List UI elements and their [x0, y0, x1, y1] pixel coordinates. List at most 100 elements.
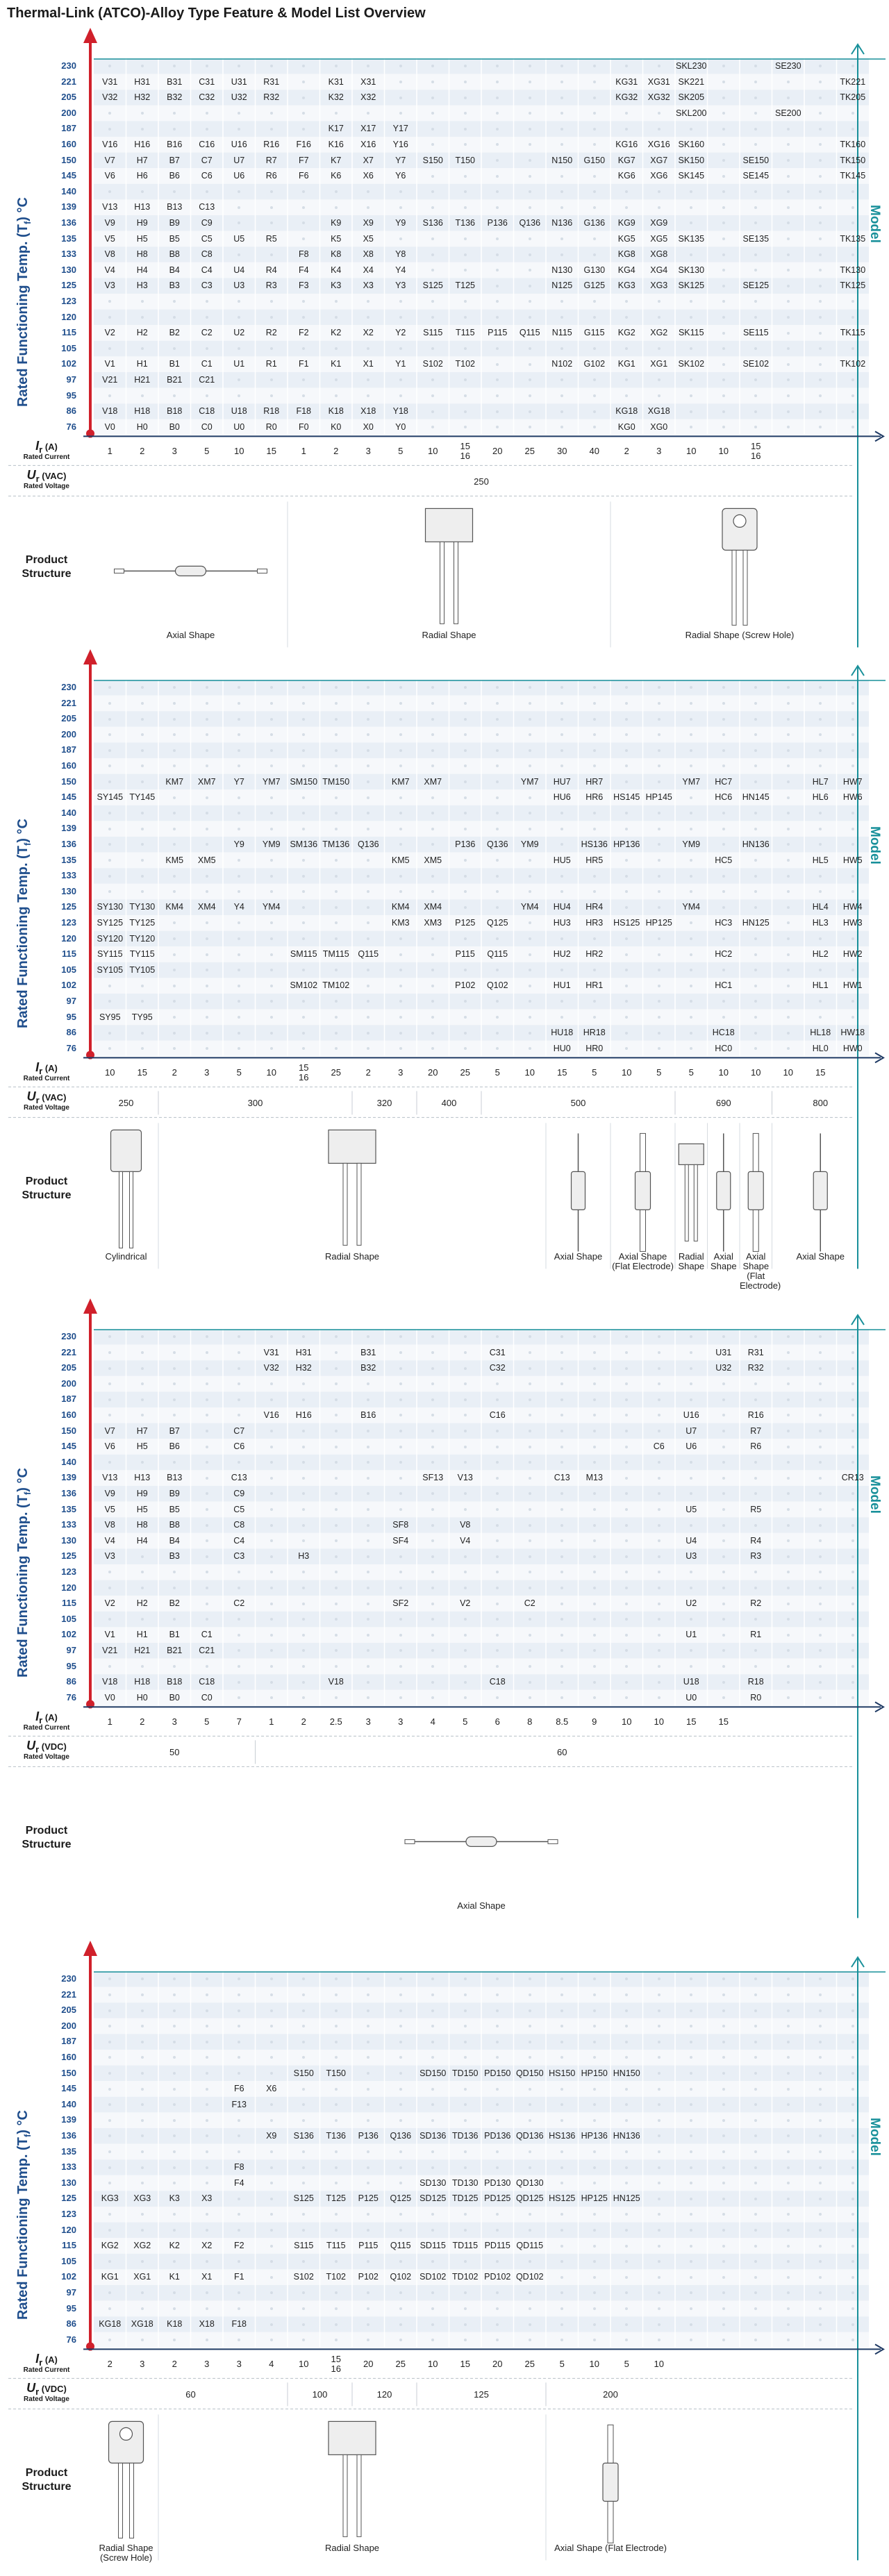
empty-cell-dot — [819, 1398, 822, 1401]
empty-cell-dot — [140, 874, 144, 878]
model-cell: B4 — [169, 265, 180, 275]
empty-cell-dot — [269, 984, 273, 987]
model-cell: T150 — [455, 155, 476, 165]
model-cell: TK130 — [840, 265, 866, 275]
empty-cell-dot — [463, 1649, 467, 1653]
empty-cell-dot — [463, 2025, 467, 2028]
empty-cell-dot — [173, 1586, 176, 1589]
empty-cell-dot — [173, 2307, 176, 2310]
empty-cell-dot — [528, 2009, 531, 2012]
empty-cell-dot — [496, 2213, 499, 2216]
model-cell: K18 — [167, 2319, 183, 2330]
temp-label: 187 — [61, 123, 76, 134]
empty-cell-dot — [334, 1335, 338, 1339]
empty-cell-dot — [657, 2291, 660, 2295]
temp-label: 115 — [62, 1598, 76, 1609]
model-cell: V8 — [104, 1520, 115, 1530]
empty-cell-dot — [463, 1414, 467, 1417]
empty-cell-dot — [819, 112, 822, 115]
empty-cell-dot — [399, 1507, 402, 1511]
empty-cell-dot — [819, 1476, 822, 1480]
temp-label: 86 — [66, 1027, 76, 1038]
empty-cell-dot — [334, 717, 338, 721]
empty-cell-dot — [690, 953, 693, 956]
empty-cell-dot — [528, 748, 531, 752]
empty-cell-dot — [334, 1350, 338, 1354]
voltage-value: 320 — [376, 1098, 392, 1109]
empty-cell-dot — [463, 80, 467, 83]
empty-cell-dot — [754, 2118, 758, 2122]
empty-cell-dot — [690, 748, 693, 752]
empty-cell-dot — [722, 315, 725, 319]
empty-cell-dot — [690, 1461, 693, 1464]
temp-label: 200 — [61, 728, 76, 739]
empty-cell-dot — [269, 2307, 273, 2310]
empty-cell-dot — [657, 1382, 660, 1386]
model-cell: V13 — [102, 202, 118, 212]
empty-cell-dot — [851, 112, 854, 115]
model-cell: R32 — [263, 92, 280, 103]
empty-cell-dot — [205, 2166, 208, 2169]
empty-cell-dot — [560, 1602, 564, 1605]
empty-cell-dot — [238, 748, 241, 752]
empty-cell-dot — [722, 221, 725, 225]
empty-cell-dot — [722, 1586, 725, 1589]
empty-cell-dot — [690, 812, 693, 815]
empty-cell-dot — [269, 921, 273, 925]
empty-cell-dot — [173, 701, 176, 705]
empty-cell-dot — [786, 378, 790, 382]
empty-cell-dot — [657, 1429, 660, 1432]
empty-cell-dot — [851, 410, 854, 413]
empty-cell-dot — [108, 858, 112, 862]
empty-cell-dot — [528, 921, 531, 925]
empty-cell-dot — [496, 206, 499, 209]
empty-cell-dot — [496, 827, 499, 830]
empty-cell-dot — [819, 1414, 822, 1417]
model-cell: XG18 — [647, 406, 670, 417]
model-cell: U7 — [686, 1425, 697, 1436]
empty-cell-dot — [592, 1618, 596, 1621]
model-cell: PD102 — [484, 2272, 511, 2282]
model-cell: SE135 — [742, 233, 770, 244]
empty-cell-dot — [173, 1047, 176, 1051]
empty-cell-dot — [625, 2260, 629, 2264]
temp-label: 97 — [66, 2287, 76, 2298]
model-cell: HC6 — [715, 792, 733, 803]
model-cell: B6 — [169, 1441, 180, 1452]
empty-cell-dot — [625, 1649, 629, 1653]
empty-cell-dot — [819, 2213, 822, 2216]
empty-cell-dot — [302, 921, 306, 925]
empty-cell-dot — [302, 1664, 306, 1668]
empty-cell-dot — [269, 796, 273, 799]
model-cell: U31 — [231, 76, 247, 87]
empty-cell-dot — [819, 843, 822, 846]
model-cell: U31 — [715, 1347, 732, 1357]
empty-cell-dot — [431, 2339, 435, 2342]
temp-label: 150 — [61, 154, 76, 165]
model-cell: U2 — [686, 1598, 697, 1609]
empty-cell-dot — [205, 1993, 208, 1996]
model-cell: XG3 — [650, 281, 668, 291]
model-cell: U18 — [231, 406, 247, 417]
empty-cell-dot — [560, 206, 564, 209]
empty-cell-dot — [657, 1618, 660, 1621]
current-value: 10 — [234, 446, 244, 457]
empty-cell-dot — [399, 717, 402, 721]
empty-cell-dot — [690, 2275, 693, 2279]
empty-cell-dot — [690, 347, 693, 351]
empty-cell-dot — [173, 2339, 176, 2342]
empty-cell-dot — [722, 1476, 725, 1480]
empty-cell-dot — [657, 1414, 660, 1417]
empty-cell-dot — [367, 347, 370, 351]
empty-cell-dot — [399, 1382, 402, 1386]
empty-cell-dot — [108, 764, 112, 768]
empty-cell-dot — [625, 1977, 629, 1981]
empty-cell-dot — [560, 1664, 564, 1668]
empty-cell-dot — [625, 1696, 629, 1700]
empty-cell-dot — [302, 2323, 306, 2326]
model-cell: V4 — [104, 1535, 115, 1546]
empty-cell-dot — [463, 1047, 467, 1051]
empty-cell-dot — [786, 717, 790, 721]
empty-cell-dot — [399, 1586, 402, 1589]
